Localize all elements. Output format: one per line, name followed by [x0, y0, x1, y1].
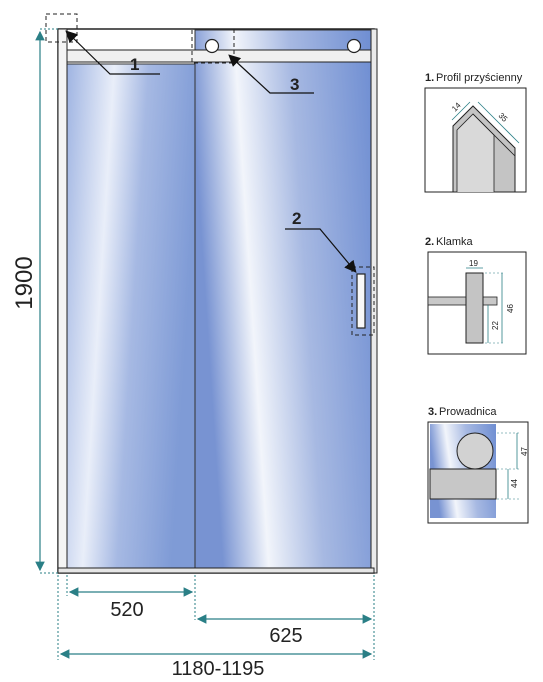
callout-1: 1	[65, 30, 160, 75]
wall-profile-left	[57, 28, 68, 574]
detail-guide-title: Prowadnica	[439, 406, 497, 418]
handle-glass-section	[427, 296, 498, 306]
dimension-height-label: 1900	[11, 256, 38, 309]
roller-right	[346, 38, 362, 54]
detail-guide: 3. Prowadnica 47 44	[427, 406, 529, 524]
dimension-sliding-label: 625	[269, 625, 302, 647]
detail-guide-num: 3.	[428, 406, 437, 418]
callout-3-label: 3	[290, 75, 299, 94]
detail-guide-dim-a: 47	[520, 447, 529, 456]
dimension-fixed-label: 520	[110, 599, 143, 621]
callout-1-label: 1	[130, 55, 139, 74]
dimension-total: 1180-1195	[57, 575, 373, 680]
shower-enclosure	[45, 13, 378, 574]
detail-handle-dim-c: 22	[491, 321, 500, 330]
guide-rail-section	[429, 468, 497, 500]
dimension-total-label: 1180-1195	[172, 658, 265, 680]
detail-box-2	[351, 266, 375, 336]
detail-profile: 1. Profil przyścienny 14 35	[424, 72, 527, 193]
detail-guide-dim-b: 44	[510, 479, 519, 488]
detail-handle-num: 2.	[425, 236, 434, 248]
fixed-glass-panel	[66, 63, 196, 569]
detail-profile-title: Profil przyścienny	[436, 72, 523, 84]
dimension-sliding-panel: 625	[196, 575, 375, 660]
detail-handle-title: Klamka	[436, 236, 474, 248]
callout-3: 3	[228, 54, 314, 94]
dimension-fixed-panel: 520	[66, 575, 196, 621]
roller-left	[204, 38, 220, 54]
top-guide-rail	[66, 49, 372, 63]
sliding-glass-panel	[194, 29, 372, 569]
detail-box-3	[191, 28, 235, 64]
detail-profile-num: 1.	[425, 72, 434, 84]
handle-grip-section	[465, 272, 484, 344]
guide-roller-section	[456, 432, 494, 470]
detail-handle-dim-a: 19	[469, 259, 478, 268]
callout-2: 2	[285, 209, 357, 273]
detail-box-1	[45, 13, 78, 43]
bottom-profile	[57, 567, 375, 574]
callout-2-label: 2	[292, 209, 301, 228]
detail-handle-dim-b: 46	[506, 304, 515, 313]
dimension-height: 1900	[11, 28, 58, 574]
detail-handle: 2. Klamka 19 46 22	[425, 236, 527, 355]
door-handle	[356, 273, 366, 329]
